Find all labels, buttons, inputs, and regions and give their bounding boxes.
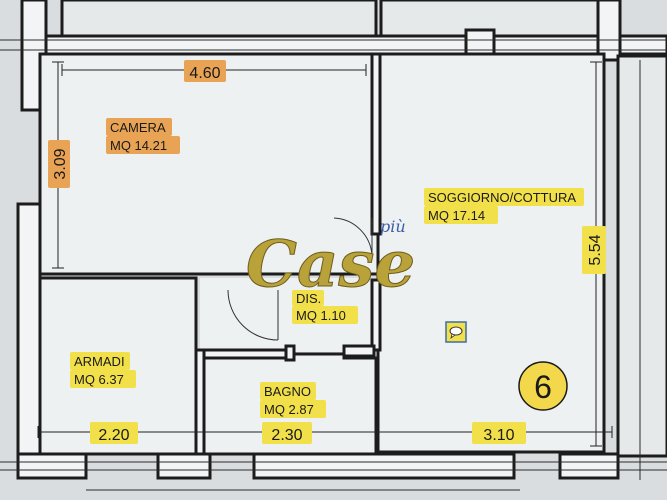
dimension-label-bottom-3: 3.10	[472, 422, 526, 444]
logo-accent-text: più	[380, 217, 406, 236]
logo-main-text: Case	[246, 227, 415, 302]
right-neighbour	[616, 54, 667, 480]
room-area-armadi: MQ 6.37	[74, 372, 124, 387]
upper-structure	[0, 0, 667, 112]
dimension-label-bottom-1: 2.20	[90, 422, 138, 444]
room-label-camera: CAMERA MQ 14.21	[106, 118, 180, 154]
room-name-armadi: ARMADI	[74, 354, 125, 369]
unit-number: 6	[534, 369, 552, 405]
dimension-label-left: 3.09	[48, 140, 70, 188]
room-name-camera: CAMERA	[110, 120, 166, 135]
bottom-strip	[0, 461, 667, 491]
room-area-camera: MQ 14.21	[110, 138, 167, 153]
dimension-label-top: 4.60	[184, 60, 226, 82]
room-name-bagno: BAGNO	[264, 384, 311, 399]
room-area-soggiorno: MQ 17.14	[428, 208, 485, 223]
dim-right-height: 5.54	[587, 234, 604, 265]
room-label-dis: DIS. MQ 1.10	[292, 290, 358, 324]
dim-top-width: 4.60	[189, 65, 220, 82]
dim-bottom-3: 3.10	[483, 427, 514, 444]
watermark-logo: Case più	[246, 217, 416, 303]
unit-number-badge: 6	[518, 361, 568, 411]
dimension-label-right: 5.54	[582, 226, 606, 274]
dim-bottom-1: 2.20	[98, 427, 129, 444]
door-swings	[227, 217, 376, 362]
room-label-soggiorno: SOGGIORNO/COTTURA MQ 17.14	[424, 188, 584, 224]
dimension-label-bottom-2: 2.30	[262, 422, 312, 444]
room-name-dis: DIS.	[296, 291, 321, 306]
room-label-armadi: ARMADI MQ 6.37	[70, 352, 136, 388]
room-name-soggiorno: SOGGIORNO/COTTURA	[428, 190, 576, 205]
speech-bubble-icon[interactable]	[445, 321, 467, 343]
room-area-dis: MQ 1.10	[296, 308, 346, 323]
dim-bottom-2: 2.30	[271, 427, 302, 444]
dim-left-height: 3.09	[52, 148, 69, 179]
room-label-bagno: BAGNO MQ 2.87	[260, 382, 326, 418]
room-area-bagno: MQ 2.87	[264, 402, 314, 417]
